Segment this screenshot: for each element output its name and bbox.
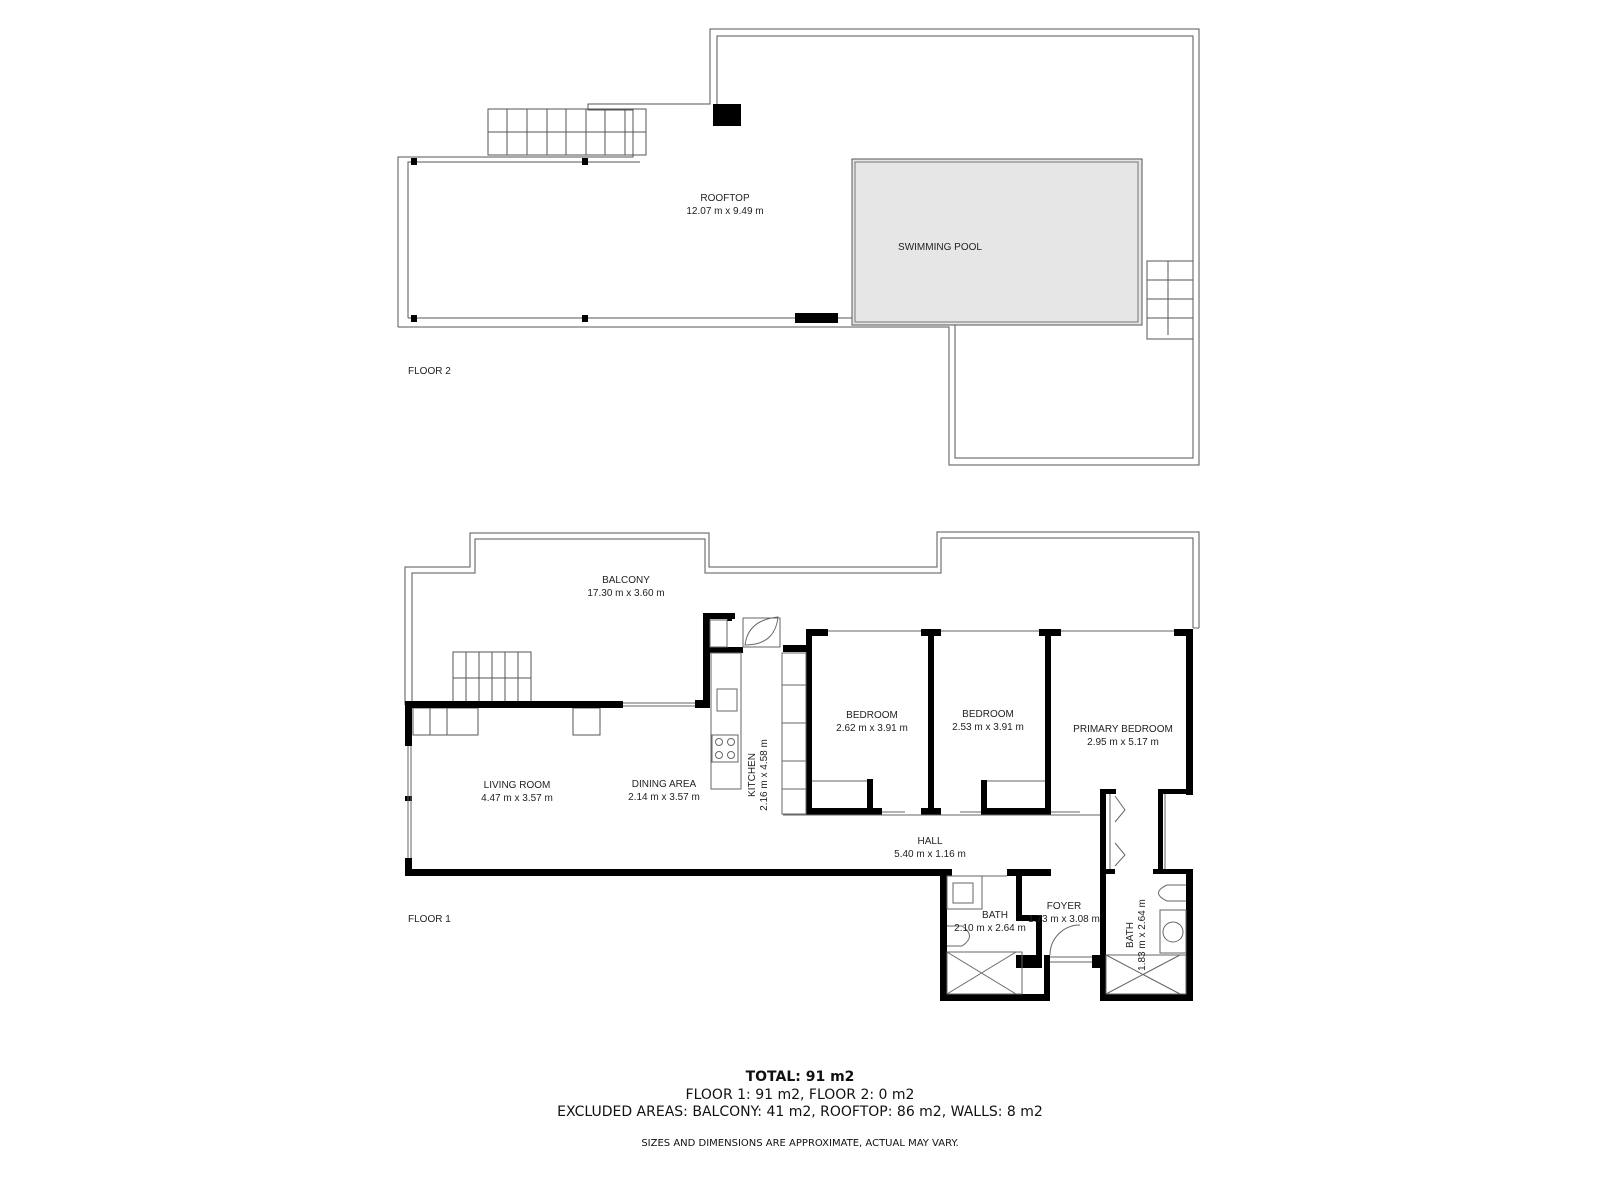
- room-dims-bath-1: 2.10 m x 2.64 m: [954, 923, 1026, 934]
- staircase-rooftop-right: [1146, 260, 1194, 340]
- room-label-bedroom-1: BEDROOM: [846, 710, 898, 721]
- room-label-primary-bedroom: PRIMARY BEDROOM: [1073, 724, 1173, 735]
- room-label-kitchen: KITCHEN: [747, 753, 758, 797]
- room-dims-bath-2: 1.83 m x 2.64 m: [1137, 899, 1148, 971]
- room-dims-rooftop: 12.07 m x 9.49 m: [686, 206, 763, 217]
- staircase-balcony: [412, 651, 601, 736]
- room-label-bath-2: BATH: [1125, 922, 1136, 948]
- room-dims-balcony: 17.30 m x 3.60 m: [587, 588, 664, 599]
- room-dims-bedroom-1: 2.62 m x 3.91 m: [836, 723, 908, 734]
- room-dims-foyer: 1.73 m x 3.08 m: [1028, 914, 1100, 925]
- room-label-bath-1: BATH: [982, 910, 1008, 921]
- floor-2-plan: [397, 28, 1200, 466]
- room-dims-bedroom-2: 2.53 m x 3.91 m: [952, 722, 1024, 733]
- rooftop-columns: [411, 104, 838, 323]
- floor-label-2: FLOOR 2: [408, 366, 451, 377]
- floor-areas: FLOOR 1: 91 m2, FLOOR 2: 0 m2: [685, 1087, 915, 1103]
- room-label-dining-area: DINING AREA: [632, 779, 697, 790]
- staircase-rooftop-left: [487, 108, 647, 156]
- room-dims-living-room: 4.47 m x 3.57 m: [481, 793, 553, 804]
- floor-1-fixtures: [407, 616, 1199, 995]
- total-area: TOTAL: 91 m2: [745, 1069, 855, 1085]
- balcony-boundary: [404, 531, 1200, 705]
- kitchen-label-group: KITCHEN 2.16 m x 4.58 m: [747, 739, 770, 811]
- room-label-foyer: FOYER: [1047, 901, 1081, 912]
- floor-1-walls: [405, 613, 1193, 1001]
- bath-2-label-group: BATH 1.83 m x 2.64 m: [1125, 899, 1148, 971]
- swimming-pool: [851, 158, 1143, 326]
- room-label-hall: HALL: [917, 836, 942, 847]
- room-label-swimming-pool: SWIMMING POOL: [898, 242, 982, 253]
- floor-label-1: FLOOR 1: [408, 914, 451, 925]
- room-label-bedroom-2: BEDROOM: [962, 709, 1014, 720]
- disclaimer: SIZES AND DIMENSIONS ARE APPROXIMATE, AC…: [641, 1138, 959, 1149]
- room-dims-dining-area: 2.14 m x 3.57 m: [628, 792, 700, 803]
- room-label-living-room: LIVING ROOM: [484, 780, 551, 791]
- excluded-areas: EXCLUDED AREAS: BALCONY: 41 m2, ROOFTOP:…: [557, 1104, 1043, 1120]
- room-dims-kitchen: 2.16 m x 4.58 m: [759, 739, 770, 811]
- rooftop-boundary: [397, 28, 1200, 466]
- room-dims-hall: 5.40 m x 1.16 m: [894, 849, 966, 860]
- room-label-balcony: BALCONY: [602, 575, 650, 586]
- swimming-pool-edge: [854, 161, 1139, 323]
- room-dims-primary-bedroom: 2.95 m x 5.17 m: [1087, 737, 1159, 748]
- room-label-rooftop: ROOFTOP: [700, 193, 750, 204]
